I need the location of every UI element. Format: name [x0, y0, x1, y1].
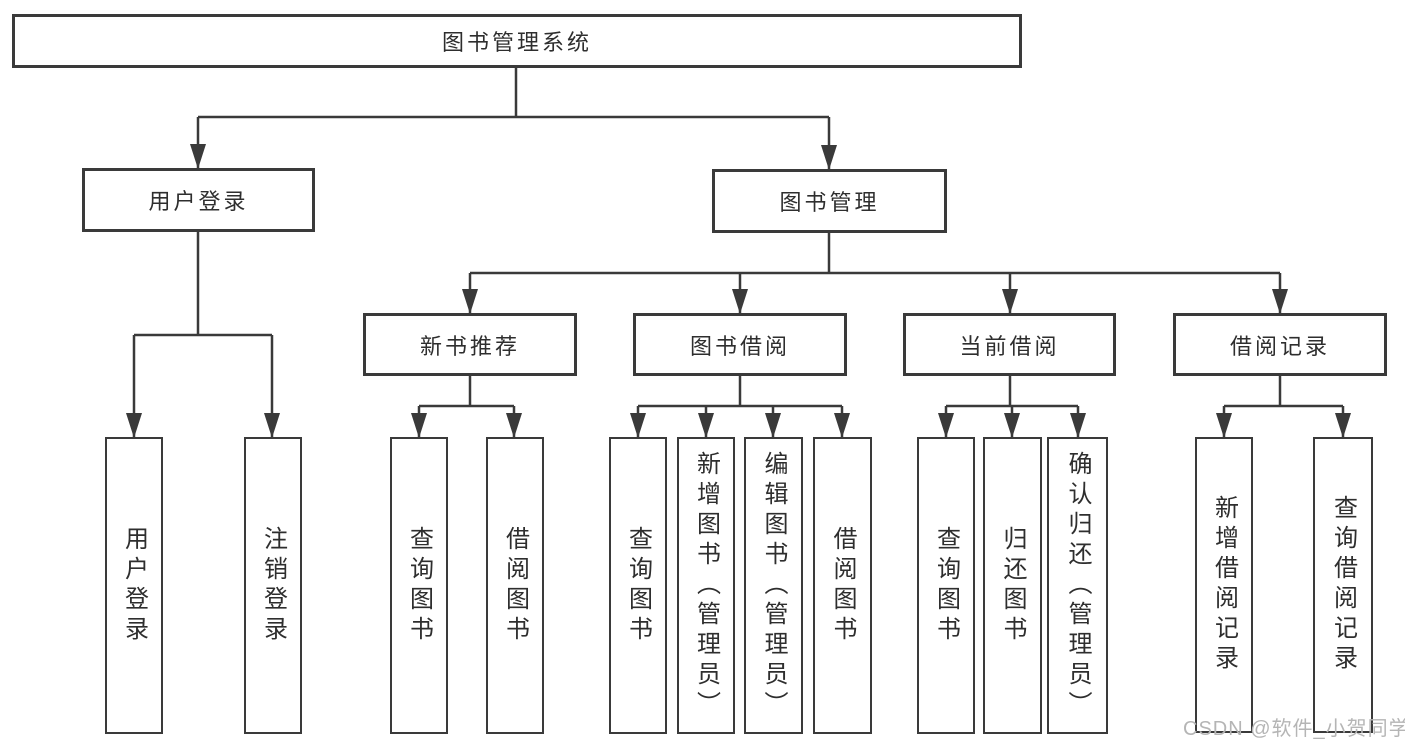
leaf-current-query-books: 查询图书 [917, 437, 975, 734]
arrowhead-down-icon [938, 413, 1086, 438]
leaf-user-login-label: 用户登录 [120, 525, 148, 646]
node-borrow-records-label: 借阅记录 [1229, 333, 1330, 359]
leaf-borrow-add-books-admin-label: 新增图书（管理员） [692, 450, 720, 721]
leaf-current-return-books: 归还图书 [983, 437, 1042, 734]
node-borrow-records: 借阅记录 [1173, 313, 1387, 376]
node-root: 图书管理系统 [12, 14, 1022, 68]
connector-book-borrow-to-leaves [630, 376, 850, 438]
node-new-book-recommend-label: 新书推荐 [419, 333, 520, 359]
connector-book-management-to-level3 [462, 233, 1288, 314]
leaf-borrow-query-books: 查询图书 [609, 437, 667, 734]
watermark: CSDN @软件_小贺同学 [1183, 718, 1405, 740]
leaf-logout: 注销登录 [244, 437, 302, 734]
leaf-records-add-record: 新增借阅记录 [1195, 437, 1253, 733]
leaf-current-confirm-return-admin: 确认归还（管理员） [1047, 437, 1108, 734]
node-book-management-label: 图书管理 [779, 190, 880, 215]
connector-line [132, 232, 274, 437]
arrowhead-down-icon [126, 413, 280, 438]
node-root-label: 图书管理系统 [441, 30, 592, 55]
leaf-borrow-add-books-admin: 新增图书（管理员） [677, 437, 735, 734]
connector-new-book-recommend-to-leaves [411, 376, 522, 438]
node-current-borrow-label: 当前借阅 [959, 333, 1060, 359]
arrowhead-down-icon [411, 413, 522, 438]
connector-line [417, 376, 516, 437]
leaf-borrow-borrow-books-label: 借阅图书 [829, 525, 856, 646]
connector-line [196, 68, 831, 169]
connector-line [636, 376, 844, 437]
node-book-borrow-label: 图书借阅 [689, 333, 790, 359]
leaf-recommend-query-books-label: 查询图书 [405, 525, 433, 646]
node-book-management: 图书管理 [712, 169, 947, 233]
arrowhead-down-icon [630, 413, 850, 438]
connector-borrow-records-to-leaves [1216, 376, 1351, 438]
connector-line [468, 233, 1282, 313]
node-current-borrow: 当前借阅 [903, 313, 1116, 376]
connector-user-login-to-leaves [126, 232, 280, 438]
leaf-current-query-books-label: 查询图书 [932, 525, 960, 646]
node-book-borrow: 图书借阅 [633, 313, 847, 376]
node-user-login-label: 用户登录 [148, 189, 249, 214]
arrowhead-down-icon [190, 144, 837, 170]
leaf-recommend-query-books: 查询图书 [390, 437, 448, 734]
connector-current-borrow-to-leaves [938, 376, 1086, 438]
arrowhead-down-icon [462, 289, 1288, 314]
leaf-current-confirm-return-admin-label: 确认归还（管理员） [1064, 450, 1091, 721]
connector-root-to-level2 [190, 68, 837, 170]
leaf-current-return-books-label: 归还图书 [999, 525, 1026, 646]
node-user-login: 用户登录 [82, 168, 315, 232]
leaf-borrow-edit-books-admin-label: 编辑图书（管理员） [760, 450, 787, 721]
connector-line [1222, 376, 1345, 437]
leaf-user-login: 用户登录 [105, 437, 163, 734]
leaf-records-query-record-label: 查询借阅记录 [1329, 495, 1357, 675]
arrowhead-down-icon [1216, 413, 1351, 438]
leaf-borrow-edit-books-admin: 编辑图书（管理员） [744, 437, 803, 734]
leaf-borrow-borrow-books: 借阅图书 [813, 437, 872, 734]
leaf-borrow-query-books-label: 查询图书 [624, 525, 652, 646]
leaf-records-query-record: 查询借阅记录 [1313, 437, 1373, 733]
leaf-logout-label: 注销登录 [259, 525, 287, 646]
leaf-recommend-borrow-books-label: 借阅图书 [501, 525, 529, 646]
node-new-book-recommend: 新书推荐 [363, 313, 577, 376]
leaf-records-add-record-label: 新增借阅记录 [1210, 495, 1238, 675]
leaf-recommend-borrow-books: 借阅图书 [486, 437, 544, 734]
